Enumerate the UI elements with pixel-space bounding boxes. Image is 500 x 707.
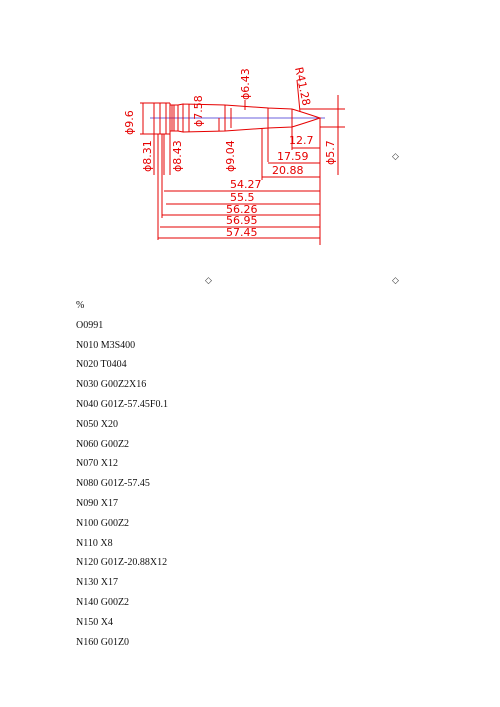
dim-l127: 12.7 (289, 134, 314, 147)
nc-program: % O0991 N010 M3S400 N020 T0404 N030 G00Z… (76, 300, 168, 656)
program-line: N060 G00Z2 (76, 438, 130, 450)
dim-d831: ϕ8.31 (141, 140, 154, 172)
diamond-marker-icon: ◇ (205, 276, 212, 286)
dim-d643: ϕ6.43 (239, 68, 252, 100)
program-line: % (76, 300, 85, 311)
bullet-drawing: ϕ9.6 ϕ8.31 ϕ8.43 ϕ7.58 ϕ9.04 ϕ6.43 R41.2… (123, 66, 345, 245)
program-line: O0991 (76, 319, 104, 331)
diamond-marker-icon: ◇ (392, 152, 399, 162)
leader-line (296, 79, 301, 113)
program-line: N110 X8 (76, 537, 113, 549)
dim-d96: ϕ9.6 (123, 110, 136, 135)
dim-d57: ϕ5.7 (324, 140, 337, 165)
program-line: N150 X4 (76, 616, 113, 628)
bullet-outline (159, 102, 322, 135)
diamond-marker-icon: ◇ (392, 276, 399, 286)
dim-d904: ϕ9.04 (224, 140, 237, 172)
dim-r4128: R41.28 (292, 66, 313, 107)
dim-l1759: 17.59 (277, 150, 309, 163)
dim-d843: ϕ8.43 (171, 140, 184, 172)
program-line: N050 X20 (76, 418, 118, 430)
program-line: N090 X17 (76, 497, 118, 509)
program-line: N030 G00Z2X16 (76, 379, 147, 391)
program-line: N070 X12 (76, 458, 118, 470)
program-line: N120 G01Z-20.88X12 (76, 557, 168, 569)
program-line: N160 G01Z0 (76, 636, 130, 648)
program-line: N010 M3S400 (76, 339, 136, 351)
program-line: N100 G00Z2 (76, 517, 130, 529)
dim-l2088: 20.88 (272, 164, 304, 177)
dim-l5626: 56.26 (226, 203, 258, 216)
dim-l5745: 57.45 (226, 226, 258, 239)
program-line: N040 G01Z-57.45F0.1 (76, 398, 168, 410)
program-line: N140 G00Z2 (76, 596, 130, 608)
program-line: N080 G01Z-57.45 (76, 478, 150, 490)
dim-l5427: 54.27 (230, 178, 262, 191)
program-line: N130 X17 (76, 577, 118, 589)
dim-l555: 55.5 (230, 191, 255, 204)
dim-l5695: 56.95 (226, 214, 258, 227)
program-line: N020 T0404 (76, 359, 127, 371)
dim-d758: ϕ7.58 (192, 95, 205, 127)
